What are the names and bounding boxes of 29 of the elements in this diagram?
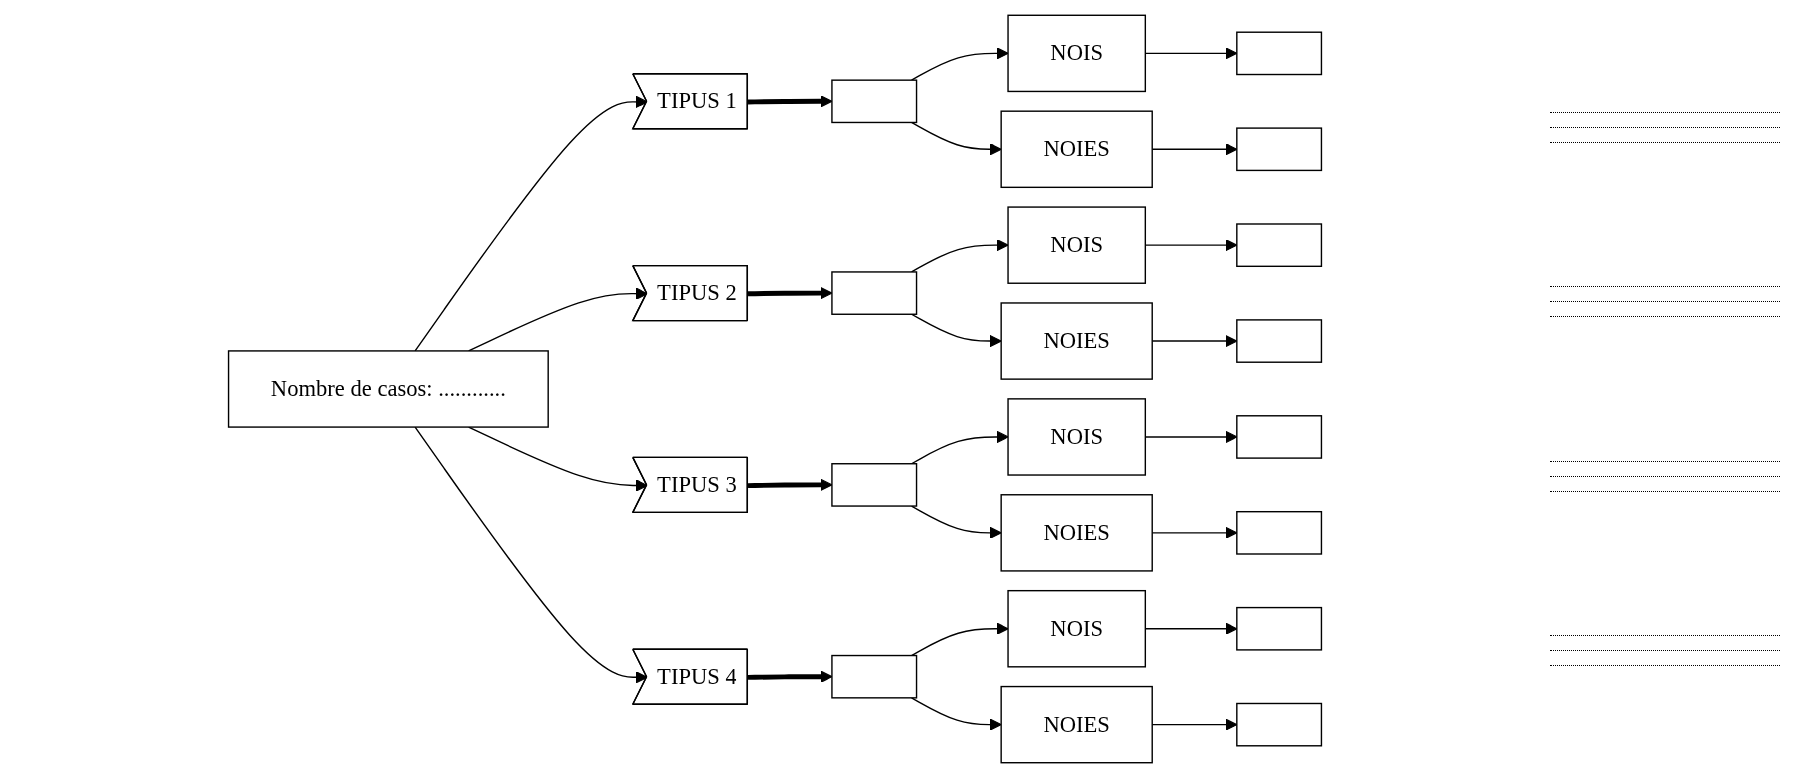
- node-box: NOIES: [1000, 685, 1153, 764]
- arrow: [910, 121, 1002, 156]
- node-box: [1236, 223, 1323, 267]
- node-box: NOIS: [1007, 14, 1147, 93]
- node-box: [1236, 702, 1323, 747]
- node-box: [1236, 127, 1323, 172]
- arrow: [910, 238, 1009, 273]
- node-box: NOIS: [1007, 206, 1147, 284]
- node-box: [1236, 319, 1323, 363]
- node-box: NOIS: [1007, 398, 1147, 476]
- arrow: [910, 313, 1002, 348]
- node-box: NOIES: [1000, 302, 1153, 380]
- node-box: [1236, 606, 1323, 651]
- node-box: [1236, 31, 1323, 76]
- arrow: [910, 47, 1009, 81]
- node-box: NOIS: [1007, 589, 1147, 668]
- arrow: [910, 697, 1002, 731]
- node-box: [831, 271, 918, 315]
- node-box: [1236, 415, 1323, 459]
- node-box: [831, 654, 918, 699]
- node-box: [1236, 511, 1323, 555]
- node-box: [831, 79, 918, 124]
- arrow: [910, 430, 1009, 465]
- node-box: NOIES: [1000, 110, 1153, 189]
- arrow: [910, 622, 1009, 657]
- node-box: NOIES: [1000, 494, 1153, 572]
- node-box: Nombre de casos: ............: [227, 350, 549, 428]
- node-box: [831, 463, 918, 507]
- arrow: [910, 505, 1002, 540]
